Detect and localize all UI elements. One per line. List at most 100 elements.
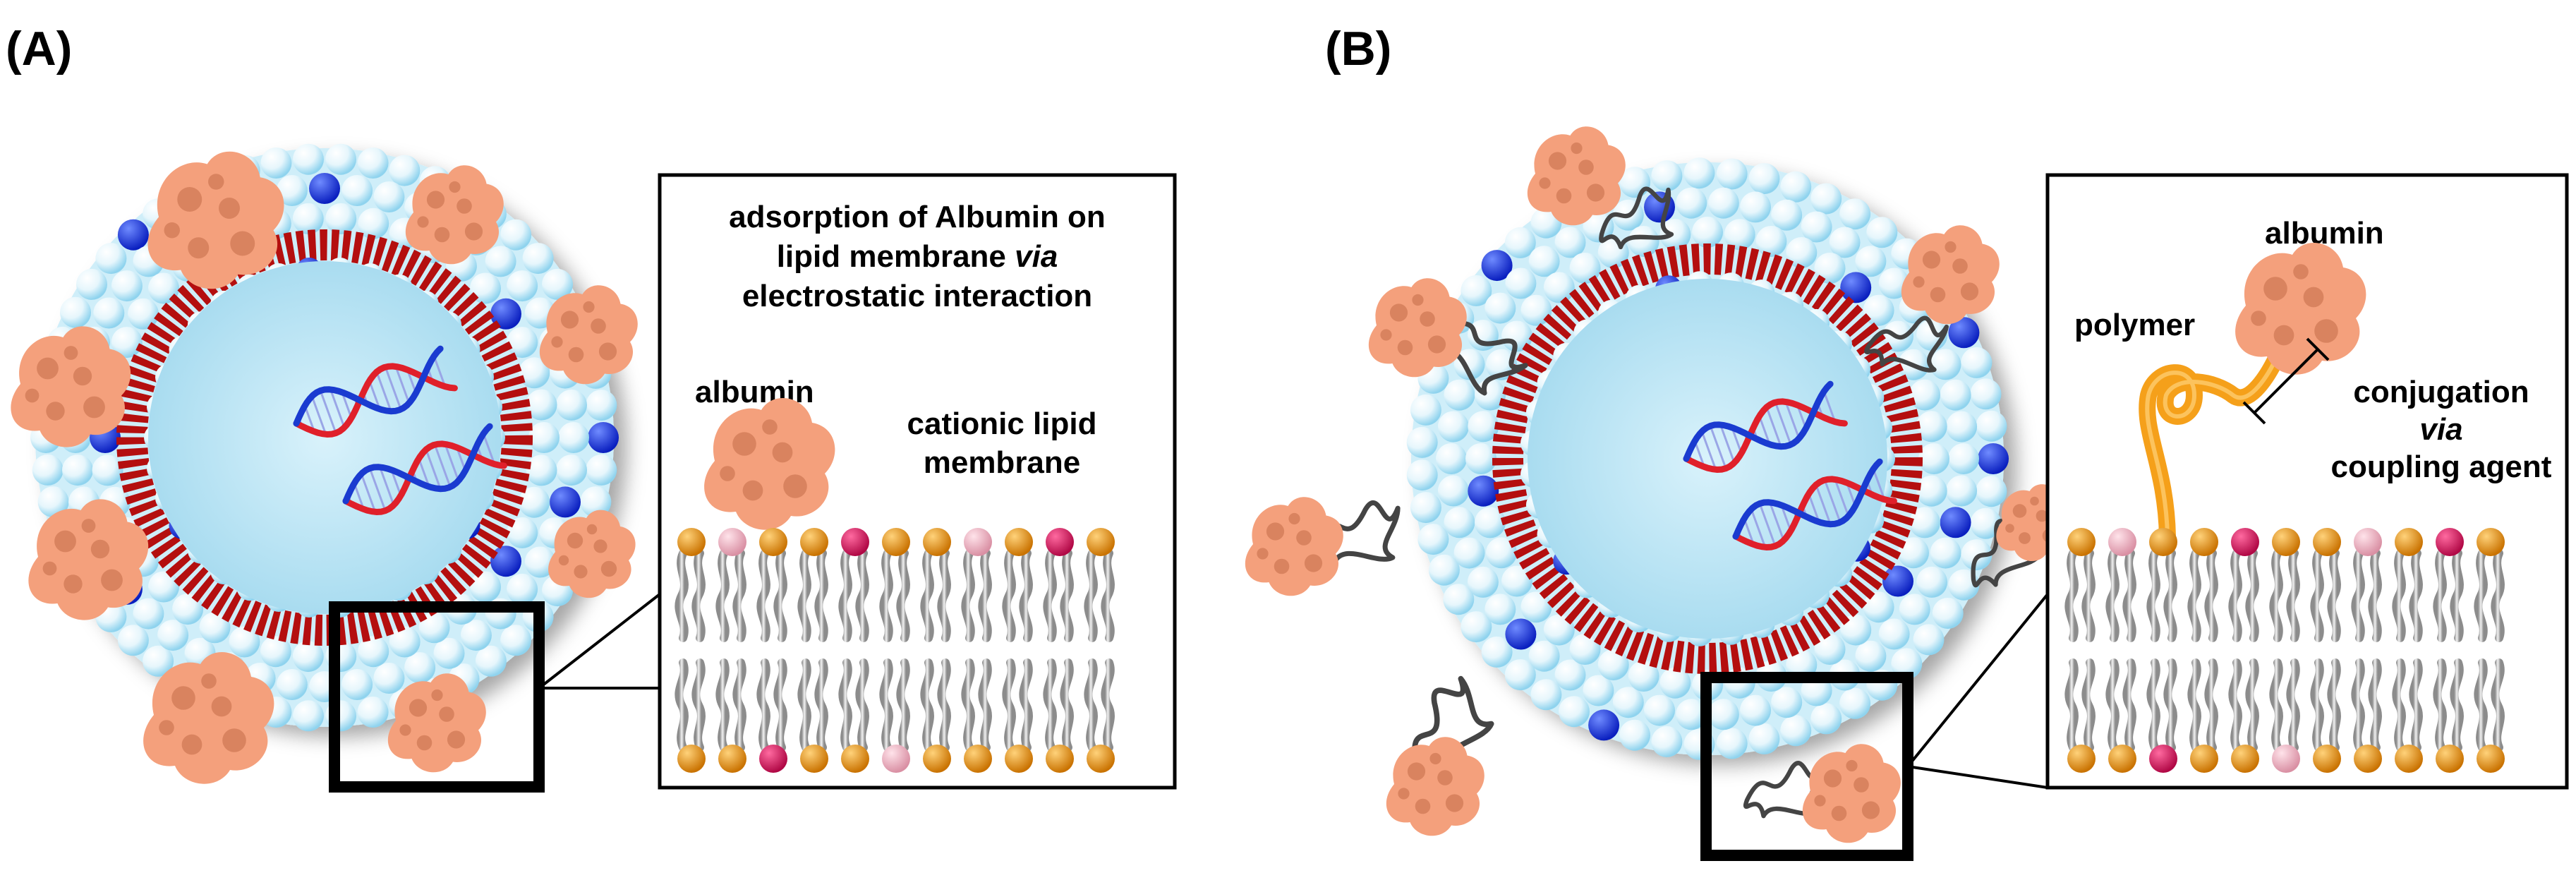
headgroup-bead [526, 454, 557, 486]
headgroup-bead [358, 636, 389, 668]
headgroup-bead [1946, 411, 1978, 442]
dna-helix-icon [1683, 380, 1897, 551]
headgroup-bead [1628, 661, 1659, 692]
headgroup-bead [260, 636, 291, 668]
inner-core-b [1528, 279, 1887, 639]
headgroup-bead [1976, 476, 2007, 507]
lipid-head [1087, 745, 1115, 773]
headgroup-bead [1898, 537, 1929, 569]
headgroup-bead [1801, 211, 1832, 243]
lipid-head [2231, 528, 2259, 556]
headgroup-rings-b [1406, 157, 2009, 760]
headgroup-bead [522, 243, 554, 275]
headgroup-bead [1501, 320, 1532, 352]
inset-a-title-line2: lipid membrane via [777, 239, 1058, 274]
headgroup-bead [62, 454, 93, 486]
lipid-bilayer-b [2067, 528, 2505, 773]
lipid-head [1046, 745, 1074, 773]
headgroup-bead [1588, 709, 1620, 741]
headgroup-bead [1619, 719, 1650, 751]
liposome-a [30, 143, 619, 732]
headgroup-bead [1676, 187, 1707, 219]
headgroup-bead [1940, 379, 1971, 411]
headgroup-bead [1428, 554, 1460, 586]
headgroup-bead [1417, 524, 1449, 555]
headgroup-bead [1659, 667, 1691, 699]
headgroup-bead [1839, 687, 1871, 719]
zoom-line-b2 [1907, 765, 2048, 789]
headgroup-bead [229, 626, 260, 658]
headgroup-bead [1504, 659, 1536, 691]
inset-b: albumin polymer conjugation via coupling… [2045, 173, 2569, 790]
headgroup-bead [60, 296, 91, 328]
headgroup-bead [1530, 679, 1562, 711]
headgroup-bead [1436, 443, 1467, 474]
headgroup-bead [1559, 696, 1590, 728]
headgroup-bead [1748, 723, 1780, 754]
lipid-head [2272, 528, 2300, 556]
headgroup-bead [1855, 640, 1887, 672]
headgroup-bead [1716, 158, 1748, 190]
headgroup-bead [586, 390, 617, 421]
headgroup-bead [1909, 379, 1940, 411]
lipid-head [2108, 745, 2136, 773]
headgroup-bead [1406, 459, 1438, 491]
headgroup-bead [470, 272, 501, 304]
headgroup-bead [1970, 507, 2002, 539]
conjugation-line3: coupling agent [2331, 450, 2552, 484]
headgroup-bead [1505, 618, 1537, 650]
headgroup-bead [95, 243, 127, 275]
headgroup-bead [1644, 694, 1675, 726]
inset-a-title-line1: adsorption of Albumin on [729, 200, 1106, 234]
headgroup-bead [1707, 187, 1739, 219]
lipid-head [1046, 528, 1074, 556]
headgroup-bead [507, 573, 538, 605]
lipid-head [2149, 745, 2177, 773]
headgroup-bead [556, 389, 587, 421]
lipid-head [882, 528, 910, 556]
headgroup-bead [1930, 537, 1961, 569]
dna-helix-icon [293, 345, 507, 516]
headgroup-bead [1946, 475, 1978, 507]
headgroup-bead [358, 207, 389, 239]
headgroup-bead [507, 327, 538, 359]
lipid-head [923, 528, 951, 556]
headgroup-bead [1899, 594, 1930, 625]
headgroup-bead [341, 669, 373, 700]
lipid-head [677, 745, 706, 773]
headgroup-bead [1484, 292, 1516, 324]
headgroup-bead [76, 268, 107, 300]
headgroup-bead [1468, 475, 1499, 507]
headgroup-bead [1543, 272, 1575, 303]
headgroup-bead [172, 594, 204, 625]
headgroup-bead [470, 571, 501, 603]
lipid-head [882, 745, 910, 773]
inner-core-a [148, 261, 501, 614]
headgroup-bead [1569, 634, 1601, 665]
headgroup-bead [1437, 475, 1469, 507]
headgroup-bead [588, 422, 619, 453]
lipid-head [759, 528, 787, 556]
headgroup-bead [128, 298, 159, 330]
headgroup-bead [1444, 379, 1475, 411]
headgroup-bead [1716, 728, 1748, 759]
headgroup-bead [1978, 443, 2009, 474]
headgroup-bead [1651, 726, 1683, 757]
headgroup-bead [148, 571, 179, 603]
lipid-head [800, 745, 828, 773]
headgroup-bead [558, 422, 589, 453]
headgroup-bead [373, 181, 405, 212]
headgroup-bead [1740, 694, 1771, 726]
headgroup-bead [276, 175, 308, 206]
lipid-head [2313, 528, 2341, 556]
zoom-box-a [329, 601, 545, 793]
headgroup-bead [1465, 443, 1496, 474]
lipid-head [923, 745, 951, 773]
panel-b-label: (B) [1325, 22, 1391, 76]
headgroup-bead [1814, 253, 1846, 284]
headgroup-bead [1461, 611, 1492, 643]
headgroup-bead [528, 422, 560, 453]
headgroup-bead [1481, 636, 1513, 668]
headgroup-bead [1484, 594, 1516, 625]
headgroup-bead [1882, 565, 1913, 597]
